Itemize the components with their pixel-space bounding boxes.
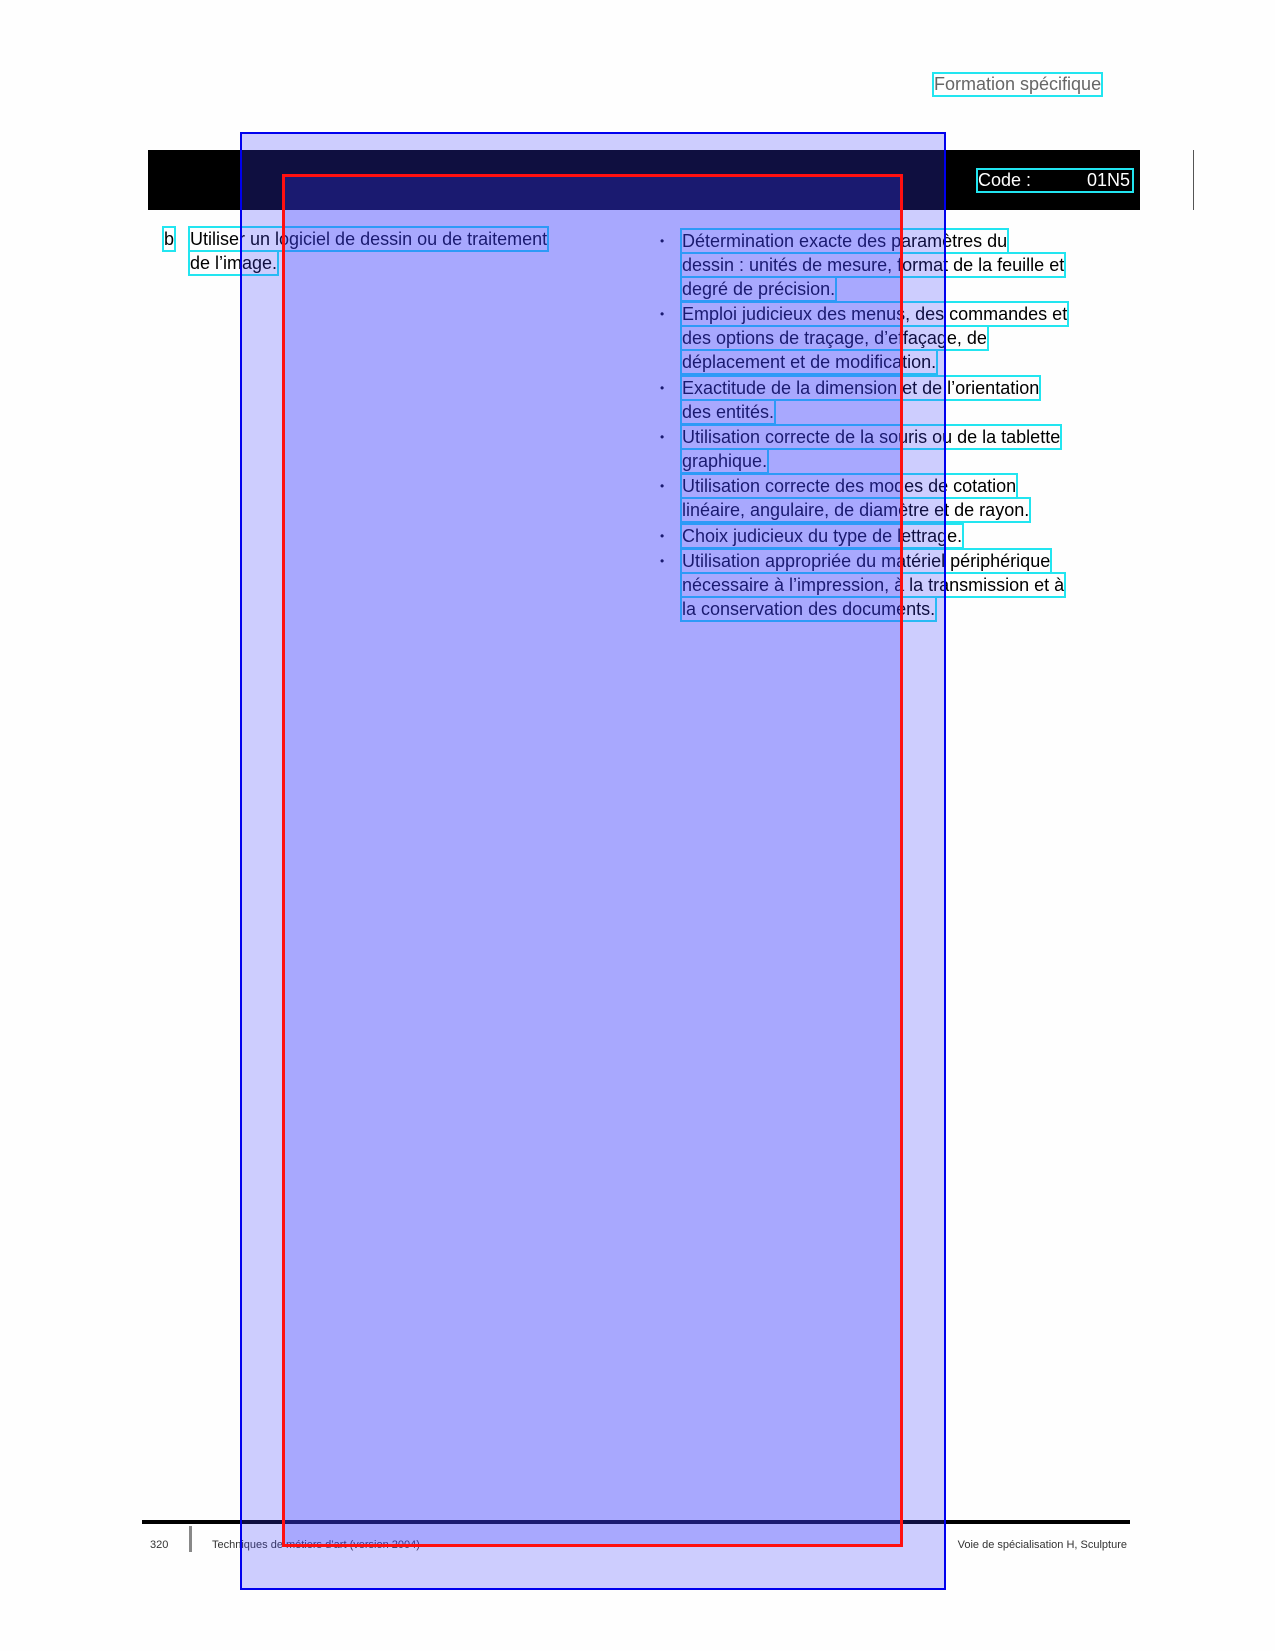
competence-line: Utiliser un logiciel de dessin ou de tra…: [187, 226, 550, 252]
criterion-line: des options de traçage, d’effaçage, de: [680, 325, 989, 351]
criterion-line: Détermination exacte des paramètres du: [679, 228, 1010, 254]
criterion-line: Choix judicieux du type de lettrage.: [679, 523, 965, 549]
criterion-line: degré de précision.: [679, 276, 838, 302]
criterion-line: dessin : unités de mesure, format de la …: [679, 252, 1067, 278]
criterion-line: graphique.: [679, 448, 770, 474]
criterion-line: la conservation des documents.: [679, 596, 938, 622]
criterion-line: Utilisation appropriée du matériel périp…: [679, 548, 1053, 574]
header-bar: [148, 150, 1194, 210]
bullet-icon: •: [660, 430, 665, 444]
criterion-line: Emploi judicieux des menus, des commande…: [679, 301, 1070, 327]
criterion-line: nécessaire à l’impression, à la transmis…: [679, 572, 1067, 598]
criterion-line: Exactitude de la dimension et de l’orien…: [679, 375, 1042, 401]
bullet-icon: •: [660, 479, 665, 493]
annotation-box-inner: [282, 174, 903, 1547]
code-field: Code : 01N5: [976, 168, 1134, 193]
page-number: 320: [150, 1539, 169, 1551]
criterion-line: linéaire, angulaire, de diamètre et de r…: [679, 497, 1032, 523]
bullet-icon: •: [660, 381, 665, 395]
competence-line: de l’image.: [187, 250, 280, 276]
header-divider: [1193, 150, 1194, 210]
code-label: Code :: [978, 170, 1032, 190]
bullet-icon: •: [660, 554, 665, 568]
criterion-line: Utilisation correcte des modes de cotati…: [679, 473, 1019, 499]
section-title: Formation spécifique: [931, 72, 1104, 97]
footer-right-text: Voie de spécialisation H, Sculpture: [957, 1539, 1127, 1551]
criterion-line: déplacement et de modification.: [679, 349, 939, 375]
footer-rule: [142, 1520, 1130, 1524]
bullet-icon: •: [660, 234, 665, 248]
annotation-box-outer: [240, 132, 946, 1590]
criterion-line: des entités.: [679, 399, 777, 425]
competence-marker: b: [161, 226, 177, 252]
bullet-icon: •: [660, 529, 665, 543]
bullet-icon: •: [660, 307, 665, 321]
code-value: 01N5: [1086, 170, 1130, 190]
criterion-line: Utilisation correcte de la souris ou de …: [679, 424, 1063, 450]
footer-separator: [189, 1526, 192, 1552]
